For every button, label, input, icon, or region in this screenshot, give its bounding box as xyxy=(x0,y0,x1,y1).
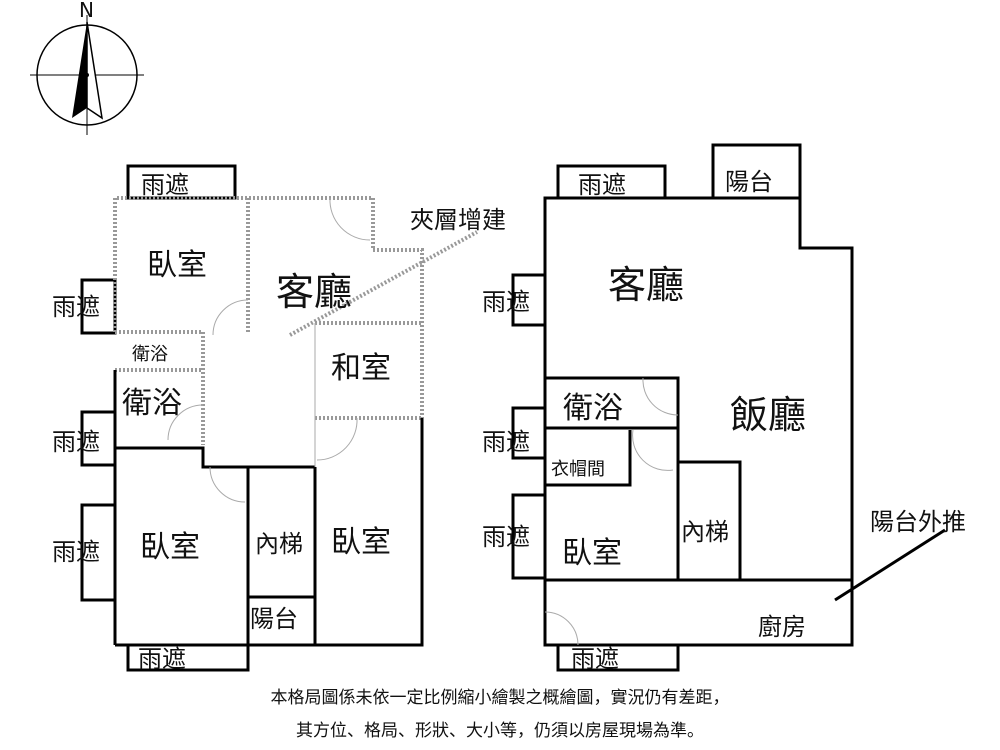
bathroom-label: 衛浴 xyxy=(563,391,623,426)
balcony-extension-note: 陽台外推 xyxy=(870,508,966,536)
living-room-label: 客廳 xyxy=(276,270,352,314)
inner-stairs-label: 內梯 xyxy=(255,530,303,558)
bedroom-label: 臥室 xyxy=(147,248,207,283)
dining-room-label: 飯廳 xyxy=(730,393,806,437)
bedroom-label: 臥室 xyxy=(562,536,622,571)
north-label: N xyxy=(79,0,94,22)
kitchen-label: 廚房 xyxy=(758,613,806,641)
japanese-room-label: 和室 xyxy=(331,351,391,386)
canopy-label: 雨遮 xyxy=(52,428,100,456)
compass-icon: N xyxy=(30,0,144,135)
canopy-label: 雨遮 xyxy=(52,293,100,321)
canopy-label: 雨遮 xyxy=(141,171,189,199)
balcony-label: 陽台 xyxy=(250,605,298,633)
disclaimer-line-1: 本格局圖係未依一定比例縮小繪製之概繪圖，實況仍有差距， xyxy=(270,688,730,708)
bedroom-label: 臥室 xyxy=(140,530,200,565)
bathroom-label: 衛浴 xyxy=(132,344,168,365)
closet-label: 衣帽間 xyxy=(551,459,605,480)
canopy-label: 雨遮 xyxy=(52,538,100,566)
inner-stairs-label: 內梯 xyxy=(681,518,729,546)
canopy-label: 雨遮 xyxy=(138,645,186,673)
bedroom-label: 臥室 xyxy=(331,525,391,560)
mezzanine-note: 夾層增建 xyxy=(410,206,506,234)
canopy-label: 雨遮 xyxy=(482,523,530,551)
canopy-label: 雨遮 xyxy=(482,288,530,316)
disclaimer-line-2: 其方位、格局、形狀、大小等，仍須以房屋現場為準。 xyxy=(296,721,704,741)
bathroom-label: 衛浴 xyxy=(122,386,182,421)
canopy-label: 雨遮 xyxy=(578,171,626,199)
right-floor-plan: 雨遮 陽台 雨遮 雨遮 雨遮 雨遮 客廳 飯廳 衛浴 衣帽間 臥室 內梯 廚房 … xyxy=(482,143,966,673)
living-room-label: 客廳 xyxy=(608,263,684,307)
left-floor-plan: 雨遮 雨遮 雨遮 雨遮 雨遮 臥室 客廳 衛浴 衛浴 和室 臥室 內梯 臥室 陽… xyxy=(52,164,506,673)
canopy-label: 雨遮 xyxy=(482,428,530,456)
canopy-label: 雨遮 xyxy=(571,645,619,673)
balcony-label: 陽台 xyxy=(725,168,773,196)
